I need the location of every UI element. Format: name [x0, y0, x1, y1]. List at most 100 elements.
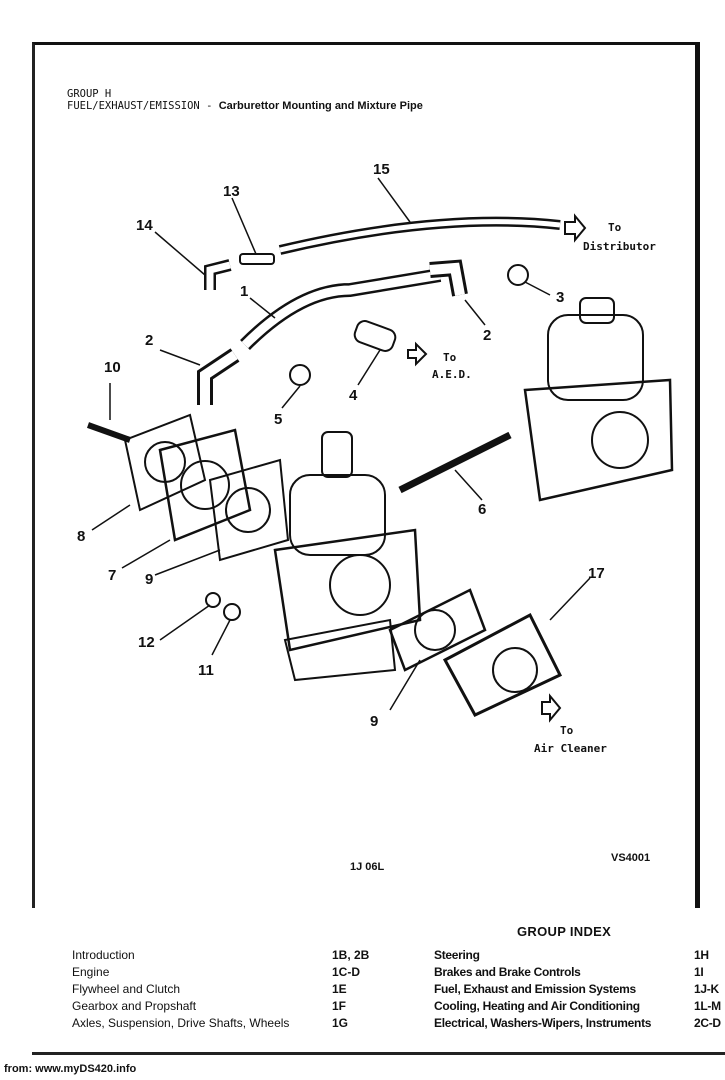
index-label: Brakes and Brake Controls: [434, 965, 581, 979]
group-index-left: Introduction 1B, 2B Engine 1C-D Flywheel a…: [72, 947, 369, 1032]
carb-front-cap: [321, 431, 353, 478]
callout-13: 11: [198, 662, 214, 679]
index-label: Steering: [434, 948, 480, 962]
pipe-1-inner: [241, 270, 441, 349]
page-reference: 1J 06L: [350, 861, 385, 873]
pipe-1: [240, 268, 442, 350]
index-row: Flywheel and Clutch 1E: [72, 981, 369, 998]
index-label: Gearbox and Propshaft: [72, 999, 197, 1013]
adaptor-17: [442, 612, 563, 717]
index-code: 1E: [332, 982, 347, 996]
dest-aed-to: To: [443, 351, 457, 364]
index-row: Steering 1H: [434, 947, 721, 964]
page-frame: [32, 42, 700, 908]
callout-1: 1: [240, 283, 248, 300]
spacer-7: [158, 428, 252, 542]
dest-air-cleaner: Air Cleaner: [534, 742, 607, 755]
index-row: Axles, Suspension, Drive Shafts, Wheels 1…: [72, 1015, 369, 1032]
index-label: Electrical, Washers-Wipers, Instruments: [434, 1016, 652, 1030]
callout-10: 9: [370, 713, 378, 730]
source-link[interactable]: from: www.myDS420.info: [4, 1063, 137, 1075]
index-label: Introduction: [72, 948, 135, 962]
index-code: 1F: [332, 999, 347, 1013]
index-row: Fuel, Exhaust and Emission Systems 1J-K: [434, 981, 721, 998]
exploded-diagram: 15 13 14 1 2 2 3 4 5 6 10 8 7 9 12 11 9 …: [77, 161, 674, 755]
leader-lines: [91, 177, 591, 711]
dest-air-cleaner-to: To: [560, 724, 574, 737]
index-row: Electrical, Washers-Wipers, Instruments 2…: [434, 1015, 721, 1032]
index-code: 1I: [694, 965, 704, 979]
hose-16-inner: [279, 219, 561, 253]
callout-9: 9: [145, 571, 153, 588]
title-text: Carburettor Mounting and Mixture Pipe: [218, 100, 423, 112]
elbow-2-left-inner: [200, 350, 238, 405]
arrow-to-distributor-icon: [564, 213, 587, 243]
carb-rear-bore: [591, 411, 649, 469]
carb-rear-body: [523, 378, 674, 502]
callout-12: 12: [138, 634, 155, 651]
index-code: 1G: [332, 1016, 349, 1030]
clip-3: [507, 264, 529, 286]
carb-rear-dashpot: [547, 314, 644, 401]
index-label: Engine: [72, 965, 110, 979]
callout-17: 17: [588, 565, 605, 582]
callout-4: 4: [349, 387, 358, 404]
callout-16: 15: [373, 161, 390, 178]
index-label: Fuel, Exhaust and Emission Systems: [434, 982, 636, 996]
bottom-rule: [32, 1052, 725, 1055]
callout-5: 5: [274, 411, 282, 428]
index-label: Cooling, Heating and Air Conditioning: [434, 999, 640, 1013]
carb-rear-cap: [579, 297, 615, 324]
nut-13: [223, 603, 241, 621]
index-row: Introduction 1B, 2B: [72, 947, 369, 964]
dest-aed: A.E.D.: [432, 368, 472, 381]
carb-front-body: [273, 528, 422, 652]
callout-11: 10: [104, 359, 121, 376]
callout-7: 7: [108, 567, 116, 584]
dest-distributor: Distributor: [583, 240, 656, 253]
adaptor-17-port: [492, 647, 538, 693]
dest-distributor-to: To: [608, 221, 622, 234]
gasket-10: [388, 588, 487, 672]
index-row: Brakes and Brake Controls 1I: [434, 964, 721, 981]
washer-12: [205, 592, 221, 608]
callout-2-left: 2: [145, 332, 153, 349]
callout-2-right: 2: [483, 327, 491, 344]
clip-5: [289, 364, 311, 386]
index-row: Engine 1C-D: [72, 964, 369, 981]
index-label: Axles, Suspension, Drive Shafts, Wheels: [72, 1016, 290, 1030]
index-code: 1J-K: [694, 982, 719, 996]
group-index-right: Steering 1H Brakes and Brake Controls 1I F…: [434, 947, 721, 1032]
spacer-7-port: [180, 460, 230, 510]
elbow-15-inner: [206, 261, 231, 290]
index-code: 1C-D: [332, 965, 361, 979]
carb-front-float: [283, 618, 397, 682]
hose-4: [353, 320, 397, 352]
callout-15: 14: [136, 217, 153, 234]
index-code: 1B, 2B: [332, 948, 370, 962]
callout-14: 13: [223, 183, 240, 200]
callout-8: 8: [77, 528, 85, 545]
index-code: 1H: [694, 948, 709, 962]
title-prefix: FUEL/EXHAUST/EMISSION -: [67, 100, 219, 112]
gasket-9: [208, 458, 290, 562]
index-code: 1L-M: [694, 999, 721, 1013]
figure-reference: VS4001: [611, 852, 651, 864]
gasket-8: [123, 413, 207, 512]
elbow-2-right-inner: [429, 262, 465, 296]
callout-3: 3: [556, 289, 564, 306]
group-label: GROUP H: [67, 88, 112, 100]
connector-14: [239, 253, 275, 265]
linkage-6: [398, 431, 512, 494]
gasket-10-port: [414, 609, 456, 651]
arrow-to-air-cleaner-icon: [541, 693, 562, 723]
section-title: FUEL/EXHAUST/EMISSION - Carburettor Moun…: [67, 100, 423, 112]
arrow-to-aed-icon: [407, 341, 428, 367]
group-index-title: GROUP INDEX: [517, 924, 612, 939]
index-label: Flywheel and Clutch: [72, 982, 181, 996]
gasket-9-port: [225, 487, 271, 533]
carb-front-bore: [329, 554, 391, 616]
stud-11: [86, 422, 132, 443]
carb-front-dashpot: [289, 474, 386, 556]
index-code: 2C-D: [694, 1016, 721, 1030]
